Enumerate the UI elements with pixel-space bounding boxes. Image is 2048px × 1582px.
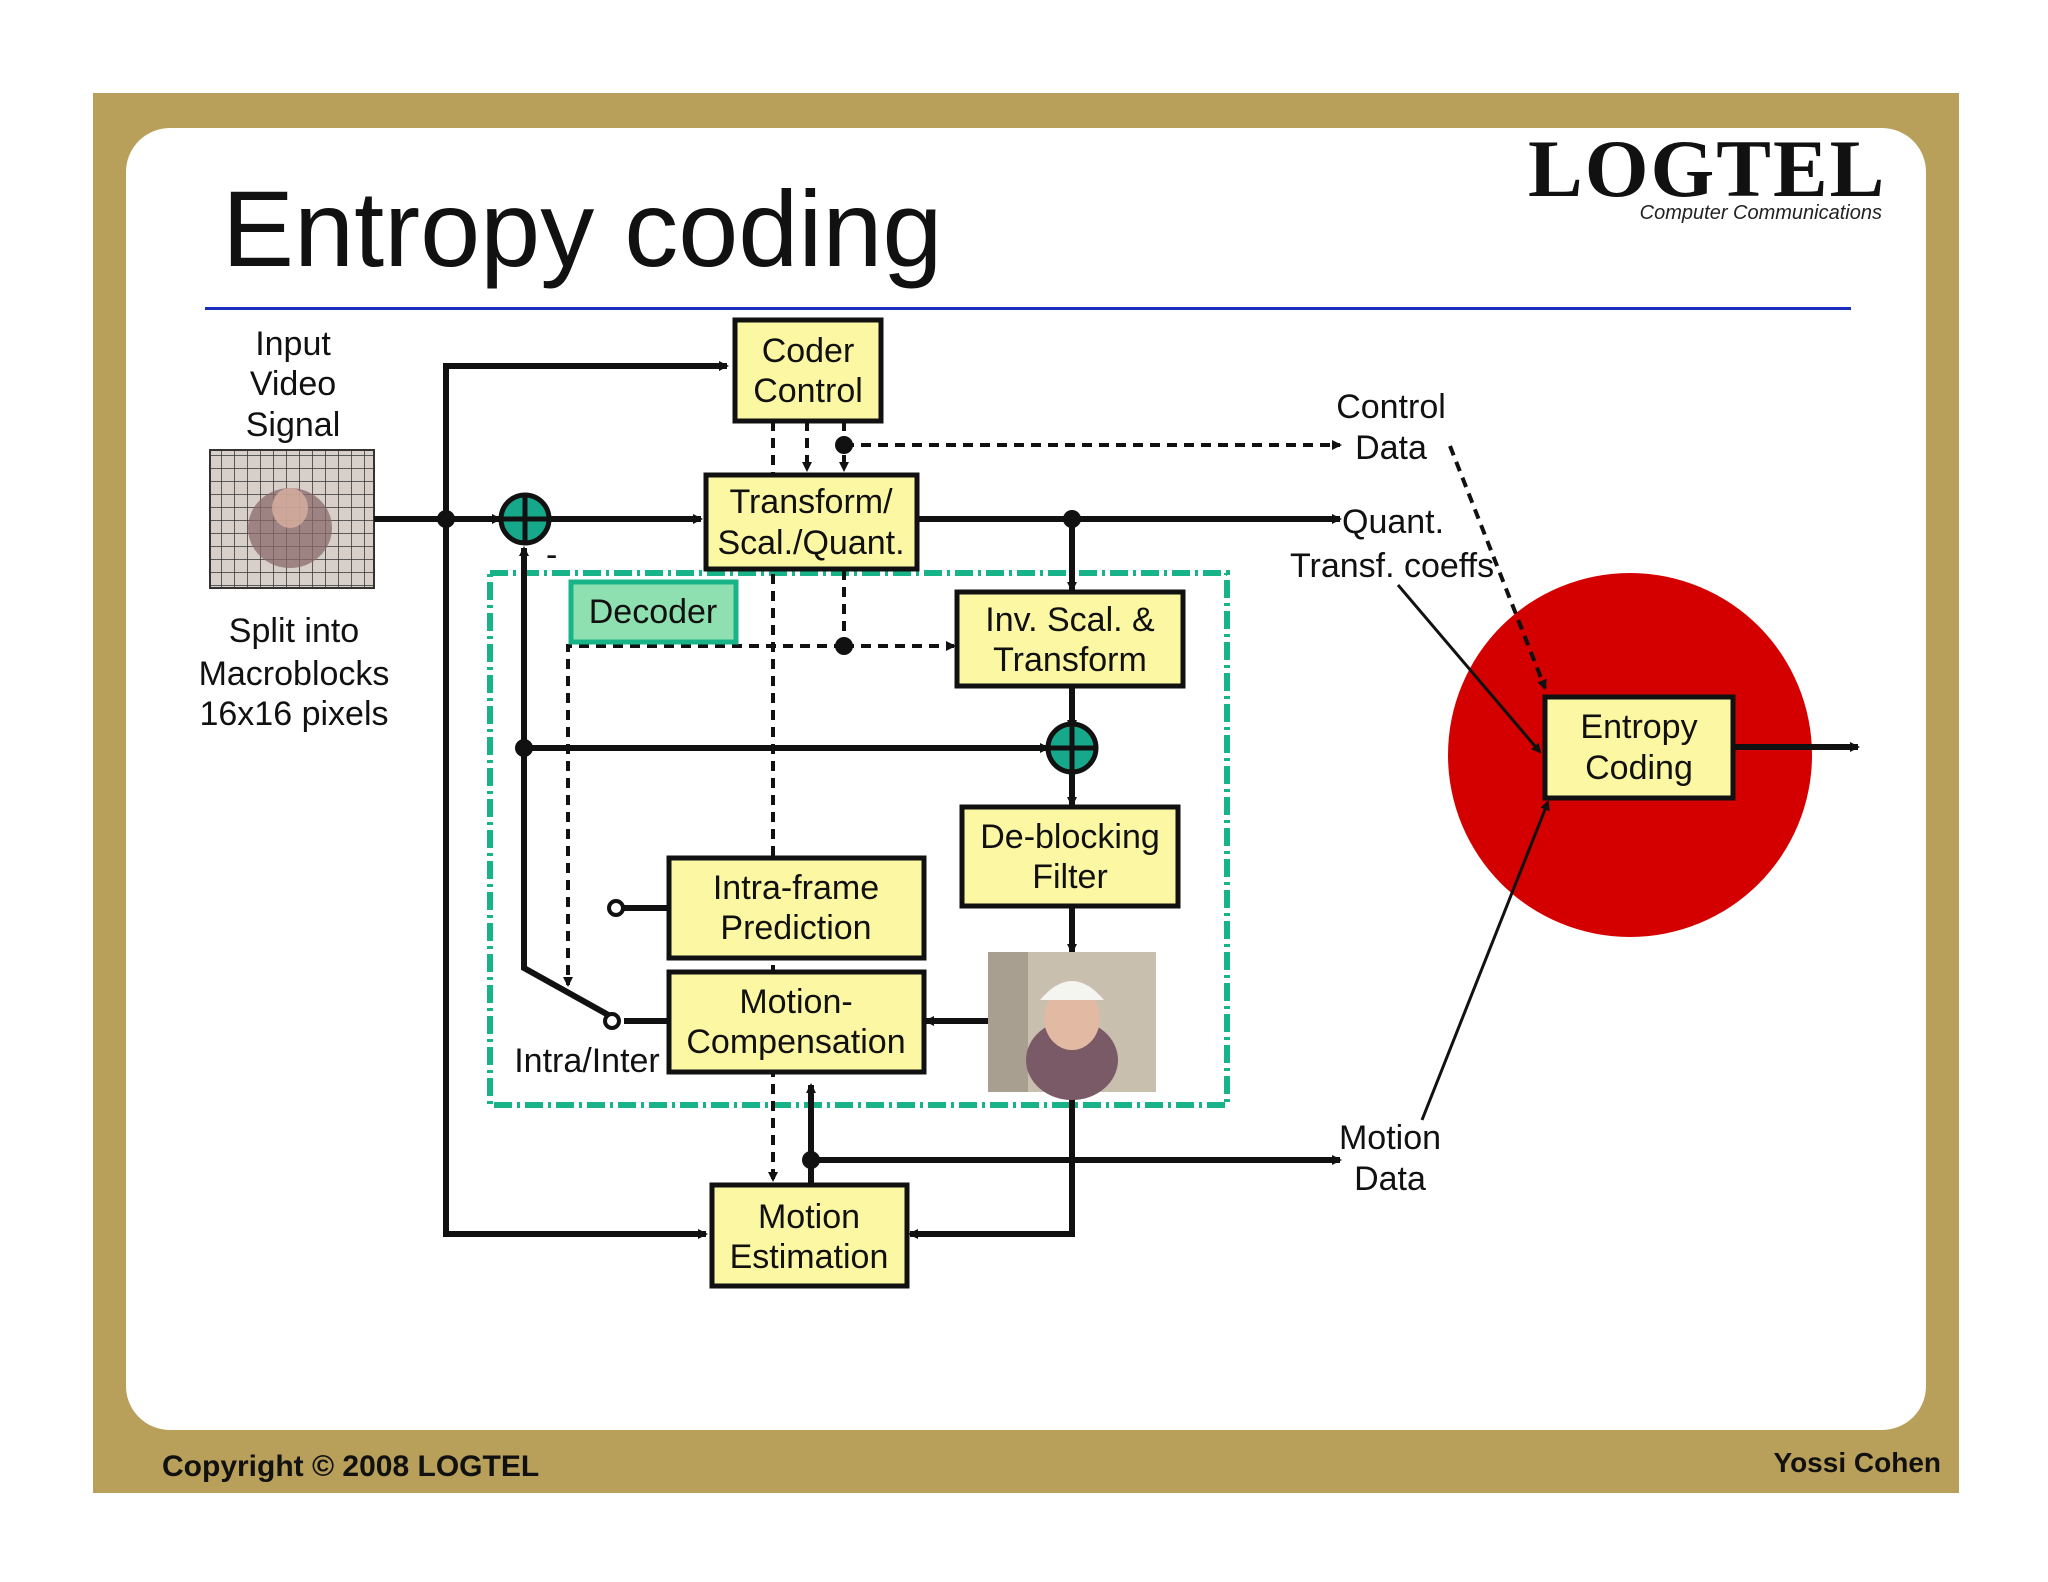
svg-text:Transf. coeffs: Transf. coeffs — [1290, 547, 1494, 585]
coder-control-block: Coder Control — [732, 317, 884, 424]
svg-text:Motion: Motion — [758, 1198, 860, 1236]
logo-tagline: Computer Communications — [1639, 202, 1882, 224]
svg-text:Motion-: Motion- — [739, 983, 852, 1021]
title-rule — [205, 307, 1851, 310]
svg-text:Entropy: Entropy — [1580, 708, 1697, 746]
junction-dots — [437, 436, 1081, 1169]
motion-compensation-block: Motion- Compensation — [666, 969, 927, 1075]
logtel-logo: LOGTEL Computer Communications — [1528, 128, 1888, 228]
svg-text:Intra-frame: Intra-frame — [713, 869, 879, 907]
svg-text:Estimation: Estimation — [730, 1238, 889, 1276]
svg-text:16x16 pixels: 16x16 pixels — [199, 695, 388, 733]
reconstruct-adder — [1045, 721, 1099, 775]
quant-coeffs-label: Quant. Transf. coeffs — [1290, 503, 1494, 585]
svg-text:Filter: Filter — [1032, 858, 1108, 896]
decoder-region — [487, 570, 1230, 1108]
copyright-footer: Copyright © 2008 LOGTEL — [162, 1450, 540, 1483]
svg-text:Decoder: Decoder — [589, 593, 718, 631]
svg-text:Coder: Coder — [762, 332, 855, 370]
svg-text:Data: Data — [1354, 1160, 1426, 1198]
intra-prediction-block: Intra-frame Prediction — [666, 855, 927, 961]
svg-text:Split into: Split into — [229, 612, 359, 650]
subtract-adder — [498, 492, 552, 546]
deblocking-filter-block: De-blocking Filter — [959, 804, 1181, 909]
svg-text:Macroblocks: Macroblocks — [199, 655, 390, 693]
svg-text:Scal./Quant.: Scal./Quant. — [717, 524, 904, 562]
logo-word: LOGTEL — [1528, 123, 1887, 214]
svg-text:Prediction: Prediction — [720, 909, 871, 947]
svg-text:Coding: Coding — [1585, 749, 1693, 787]
decoder-label-box: Decoder — [568, 579, 739, 645]
svg-text:Control: Control — [1336, 388, 1446, 426]
svg-text:Transform: Transform — [993, 641, 1147, 679]
svg-text:Signal: Signal — [246, 406, 341, 444]
inv-scal-transform-block: Inv. Scal. & Transform — [954, 589, 1186, 689]
svg-text:Video: Video — [250, 365, 336, 403]
input-video-label: Input Video Signal — [246, 325, 341, 444]
control-data-label: Control Data — [1336, 388, 1446, 467]
transform-quant-block: Transform/ Scal./Quant. — [703, 472, 920, 572]
svg-text:Compensation: Compensation — [686, 1023, 905, 1061]
svg-text:Input: Input — [255, 325, 331, 363]
author-footer: Yossi Cohen — [1773, 1447, 1941, 1478]
slide-title: Entropy coding — [222, 168, 943, 289]
svg-text:Transform/: Transform/ — [729, 483, 893, 521]
minus-sign: - — [546, 536, 557, 574]
svg-text:De-blocking: De-blocking — [980, 818, 1160, 856]
svg-text:Data: Data — [1355, 429, 1427, 467]
motion-estimation-block: Motion Estimation — [709, 1182, 910, 1289]
intra-inter-label: Intra/Inter — [514, 1042, 660, 1080]
input-video-thumbnail — [209, 449, 375, 589]
motion-data-label: Motion Data — [1339, 1119, 1441, 1198]
entropy-coding-block: Entropy Coding — [1542, 694, 1736, 801]
svg-text:Motion: Motion — [1339, 1119, 1441, 1157]
split-macroblocks-label: Split into Macroblocks 16x16 pixels — [199, 612, 390, 733]
reference-frame-thumbnail — [988, 952, 1156, 1100]
svg-text:Inv. Scal. &: Inv. Scal. & — [985, 601, 1155, 639]
svg-text:Quant.: Quant. — [1342, 503, 1444, 541]
svg-text:Control: Control — [753, 372, 863, 410]
signal-lines — [374, 361, 1860, 1239]
